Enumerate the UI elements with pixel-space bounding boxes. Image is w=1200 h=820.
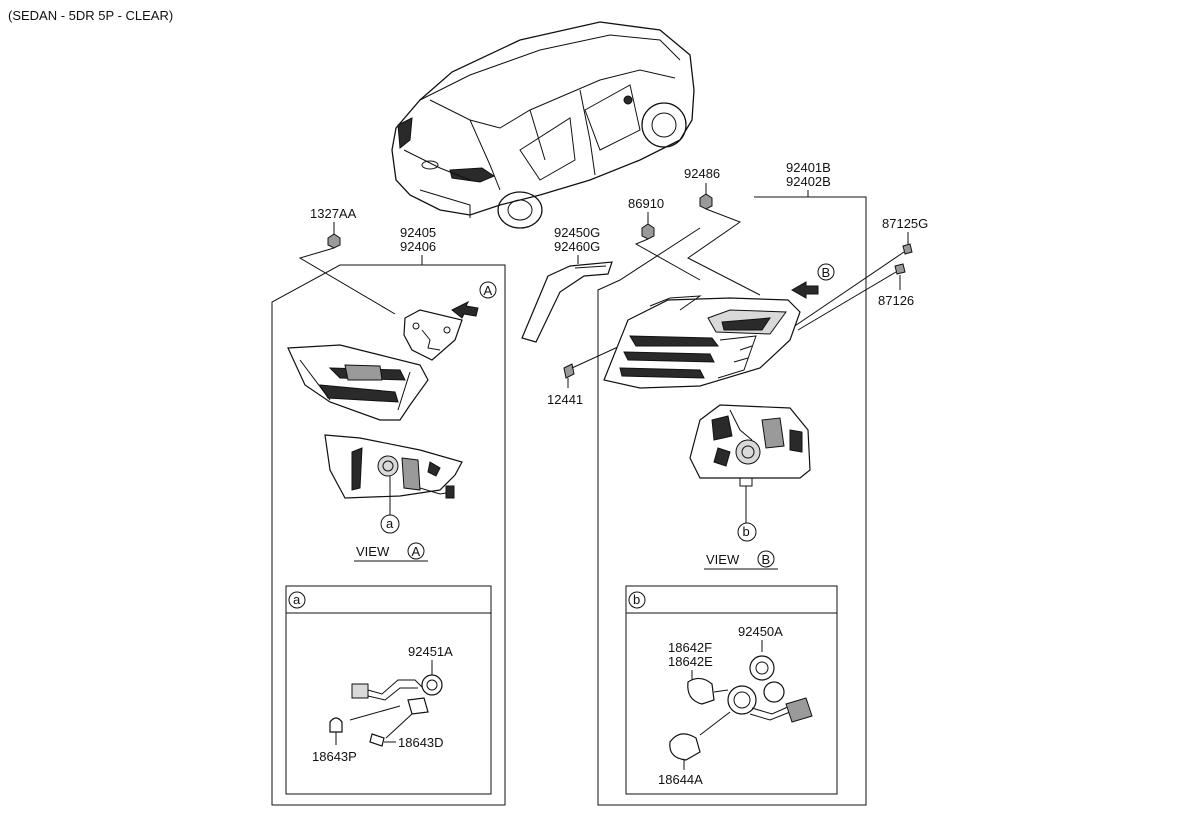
right-assembly-group: 86910 92486 92401B 92402B 87125G 87126 B bbox=[597, 160, 928, 806]
label-18643P[interactable]: 18643P bbox=[312, 749, 357, 764]
label-18642F[interactable]: 18642F bbox=[668, 640, 712, 655]
arrow-view-A bbox=[451, 300, 479, 319]
car-illustration bbox=[391, 21, 695, 229]
detail-box-b bbox=[625, 585, 838, 795]
label-92406[interactable]: 92406 bbox=[400, 239, 436, 254]
garnish-92450G bbox=[521, 261, 613, 343]
callout-A-circle[interactable] bbox=[479, 281, 497, 299]
label-92450A[interactable]: 92450A bbox=[738, 624, 783, 639]
view-B-letter: B bbox=[762, 552, 771, 567]
detail-a-letter: a bbox=[293, 592, 301, 607]
detail-b-letter: b bbox=[633, 592, 640, 607]
label-92486[interactable]: 92486 bbox=[684, 166, 720, 181]
view-A-text: VIEW bbox=[356, 544, 390, 559]
label-92402B[interactable]: 92402B bbox=[786, 174, 831, 189]
callout-a-letter: a bbox=[386, 516, 394, 531]
gasket-left bbox=[403, 309, 463, 361]
screw-12441 bbox=[563, 363, 575, 379]
callout-b-circle[interactable] bbox=[737, 522, 757, 542]
label-92405[interactable]: 92405 bbox=[400, 225, 436, 240]
left-assembly-group: 1327AA 92405 92406 A bbox=[271, 206, 506, 806]
label-92450G[interactable]: 92450G bbox=[554, 225, 600, 240]
arrow-view-B bbox=[790, 281, 819, 299]
right-group-frame bbox=[597, 196, 867, 806]
label-12441[interactable]: 12441 bbox=[547, 392, 583, 407]
bulb-18643P bbox=[329, 717, 343, 733]
bulb-18642F bbox=[687, 677, 715, 705]
view-A-letter: A bbox=[412, 544, 421, 559]
label-87125G[interactable]: 87125G bbox=[882, 216, 928, 231]
bulb-18643D bbox=[369, 733, 385, 747]
label-92460G[interactable]: 92460G bbox=[554, 239, 600, 254]
detail-box-a bbox=[285, 585, 492, 795]
callout-b-letter: b bbox=[743, 524, 750, 539]
connector-b bbox=[785, 697, 813, 723]
nut-92486 bbox=[699, 193, 713, 210]
variant-header: (SEDAN - 5DR 5P - CLEAR) bbox=[8, 8, 173, 23]
nut-1327AA bbox=[327, 233, 341, 249]
callout-B-letter: B bbox=[822, 265, 831, 280]
connector-a bbox=[351, 683, 369, 699]
callout-a-circle[interactable] bbox=[380, 514, 400, 534]
callout-A-letter: A bbox=[484, 283, 493, 298]
screw-87125G bbox=[902, 243, 913, 255]
callout-B-circle[interactable] bbox=[817, 263, 835, 281]
label-1327AA[interactable]: 1327AA bbox=[310, 206, 357, 221]
label-18644A[interactable]: 18644A bbox=[658, 772, 703, 787]
label-87126[interactable]: 87126 bbox=[878, 293, 914, 308]
nut-86910 bbox=[641, 223, 655, 240]
label-92401B[interactable]: 92401B bbox=[786, 160, 831, 175]
label-92451A[interactable]: 92451A bbox=[408, 644, 453, 659]
label-18643D[interactable]: 18643D bbox=[398, 735, 444, 750]
clip-87126 bbox=[894, 263, 906, 275]
label-18642E[interactable]: 18642E bbox=[668, 654, 713, 669]
label-86910[interactable]: 86910 bbox=[628, 196, 664, 211]
view-B-text: VIEW bbox=[706, 552, 740, 567]
left-group-frame bbox=[271, 264, 506, 806]
bulb-18644A bbox=[669, 733, 701, 761]
